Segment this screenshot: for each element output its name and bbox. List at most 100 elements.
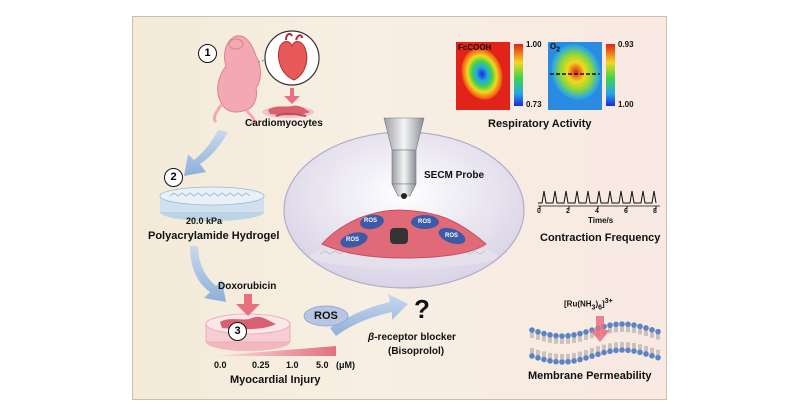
contraction-frequency-label: Contraction Frequency xyxy=(540,232,661,244)
blocker-label: β-receptor blocker xyxy=(368,332,456,343)
heart-to-cells-arrow xyxy=(284,88,300,104)
petri-dish-illustration xyxy=(205,313,291,351)
ru-charge: 3+ xyxy=(604,298,613,305)
ru-sub: 3 xyxy=(591,304,596,312)
lipid-head xyxy=(625,321,631,328)
ru-complex-label: [Ru(NH3)6]3+ xyxy=(564,298,613,311)
ru-end: ] xyxy=(602,299,605,309)
lipid-bilayer xyxy=(529,321,661,365)
ros-badge-label: ROS xyxy=(314,310,338,322)
ru-mid: ) xyxy=(595,299,599,309)
ros-to-blocker-arrow xyxy=(330,294,408,336)
step-number-1: 1 xyxy=(198,44,217,63)
lipid-head xyxy=(547,332,553,338)
lipid-head xyxy=(535,329,541,335)
cardiomyocyte-cells xyxy=(262,105,314,118)
ros-label-3: ROS xyxy=(418,219,432,225)
trace-tick-label: 2 xyxy=(566,208,570,215)
doxorubicin-label: Doxorubicin xyxy=(218,281,277,292)
lipid-head xyxy=(613,347,619,354)
trace-line xyxy=(538,190,657,204)
dose-ramp xyxy=(212,346,336,356)
question-mark: ? xyxy=(414,294,430,324)
ru-arrow xyxy=(590,316,610,342)
lipid-head xyxy=(619,321,625,327)
trace-xlabel: Time/s xyxy=(588,216,614,225)
lipid-head xyxy=(547,358,553,364)
lipid-head xyxy=(607,348,613,355)
trace-tick-label: 0 xyxy=(537,208,541,215)
trace-tick-label: 4 xyxy=(595,208,599,215)
lipid-head xyxy=(613,321,619,328)
flow-arrow-2 xyxy=(190,246,226,302)
cardiomyocytes-label: Cardiomyocytes xyxy=(245,118,323,129)
ros-label-1: ROS xyxy=(346,237,360,243)
mitochondria xyxy=(340,214,466,248)
fc-scale-max: 1.00 xyxy=(526,40,542,49)
lipid-head xyxy=(583,355,589,361)
ru-base: [Ru(NH xyxy=(564,299,592,309)
lipid-head xyxy=(553,358,559,365)
myocardial-injury-label: Myocardial Injury xyxy=(230,374,321,386)
beta-symbol: β xyxy=(368,332,375,343)
contraction-trace xyxy=(538,190,660,209)
lipid-head xyxy=(565,358,571,365)
respiratory-activity-label: Respiratory Activity xyxy=(488,118,592,130)
heatmap-o2 xyxy=(548,42,602,110)
fccooh-label: FcCOOH xyxy=(458,43,492,52)
lipid-head xyxy=(631,348,637,354)
lipid-head xyxy=(535,355,541,361)
dose-unit: (μM) xyxy=(336,360,355,370)
lipid-head xyxy=(589,353,595,359)
hydrogel-label: Polyacrylamide Hydrogel xyxy=(148,230,280,242)
doxorubicin-arrow xyxy=(236,294,260,316)
lipid-head xyxy=(655,354,661,361)
dose-0: 0.0 xyxy=(214,360,227,370)
heatmap-fccooh xyxy=(456,42,510,110)
o2-label-base: O xyxy=(550,42,557,51)
bisoprolol-label: (Bisoprolol) xyxy=(388,346,445,357)
blocker-text: -receptor blocker xyxy=(374,332,456,343)
lipid-head xyxy=(637,349,643,356)
lipid-head xyxy=(643,325,649,331)
step-number-3: 3 xyxy=(228,322,247,341)
lipid-head xyxy=(601,349,607,356)
lipid-head xyxy=(553,332,559,339)
heart-zoom-icon xyxy=(257,30,320,86)
lipid-head xyxy=(565,332,571,339)
ru-sub2: 6 xyxy=(598,304,603,312)
dose-2: 1.0 xyxy=(286,360,299,370)
lipid-head xyxy=(607,322,613,329)
trace-tick-label: 8 xyxy=(653,208,657,215)
mouse-illustration xyxy=(212,35,261,126)
lipid-head xyxy=(577,356,583,363)
lipid-head xyxy=(637,323,643,330)
trace-tick-label: 6 xyxy=(624,208,628,215)
lipid-head xyxy=(571,358,577,364)
step-number-2: 2 xyxy=(164,168,183,187)
o2-label-sub: 2 xyxy=(556,46,561,54)
lipid-head xyxy=(571,332,577,338)
ros-badge xyxy=(303,305,349,327)
lipid-head xyxy=(529,327,535,333)
o2-scale-min: 1.00 xyxy=(618,100,634,109)
lipid-head xyxy=(529,353,535,359)
scale-bar-o2 xyxy=(606,44,615,106)
o2-scale-max: 0.93 xyxy=(618,40,634,49)
lipid-head xyxy=(619,347,625,353)
hydrogel-illustration xyxy=(159,186,265,221)
lipid-head xyxy=(583,329,589,335)
lipid-head xyxy=(643,351,649,357)
lipid-head xyxy=(649,327,655,333)
stiffness-label: 20.0 kPa xyxy=(186,216,223,226)
ros-label-2: ROS xyxy=(364,218,378,224)
lipid-head xyxy=(559,333,565,339)
lipid-head xyxy=(577,330,583,337)
lipid-head xyxy=(559,359,565,365)
lipid-head xyxy=(655,328,661,335)
o2-label: O2 xyxy=(550,42,560,54)
dose-3: 5.0 xyxy=(316,360,329,370)
flow-arrow-1 xyxy=(184,130,228,176)
scale-bar-fccooh xyxy=(514,44,523,106)
